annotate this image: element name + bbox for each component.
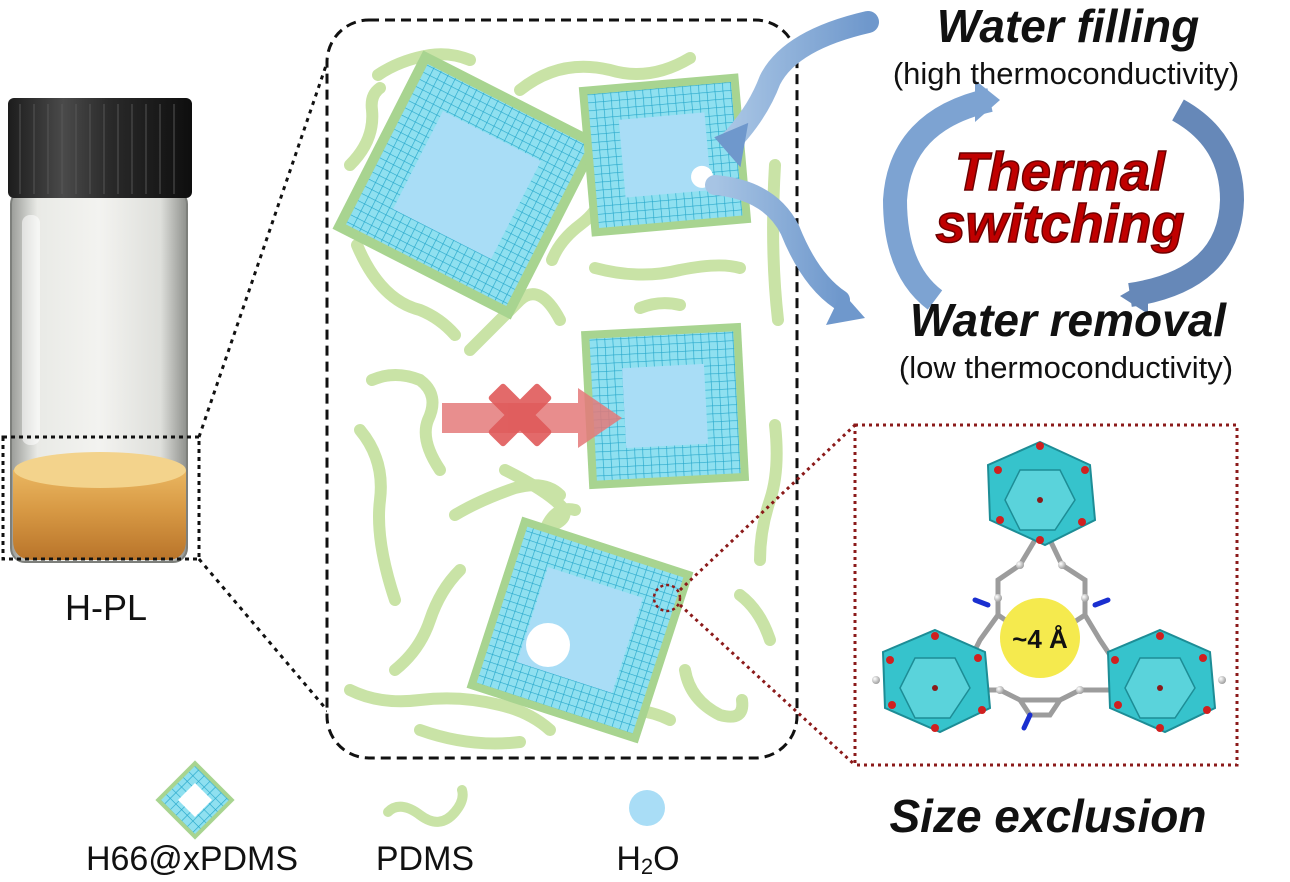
exclusion-x <box>488 383 552 447</box>
mof-particle-2 <box>578 73 752 237</box>
thermal-label: Thermal <box>955 142 1166 202</box>
zoom-line-top <box>197 47 334 438</box>
zr-cluster-left <box>881 628 992 734</box>
bubble <box>526 623 570 667</box>
water-filling-subtitle: (high thermoconductivity) <box>893 56 1239 91</box>
legend-water-label: H2O <box>616 840 679 879</box>
cage-zoom-line-bottom <box>678 603 857 767</box>
pore-label: ~4 Å <box>1012 624 1068 654</box>
vial-photo <box>8 98 192 563</box>
vial-cap <box>8 98 192 198</box>
vial-zoom-box <box>1 435 201 561</box>
switching-label: switching <box>935 194 1184 254</box>
mof-particle-1 <box>332 50 602 320</box>
zr-cluster-right <box>1106 628 1217 734</box>
legend-mof-icon <box>155 760 235 840</box>
legend-mof-label: H66@xPDMS <box>86 840 298 878</box>
water-in-arrow <box>721 11 879 151</box>
cycle-arrow-left <box>882 88 993 310</box>
vial-label: H-PL <box>65 587 147 628</box>
cage-structure: ~4 Å <box>872 440 1226 734</box>
pdms-chains <box>344 48 784 750</box>
pore-circle <box>1000 598 1080 678</box>
water-removal-title: Water removal <box>910 294 1227 346</box>
water-filling-title: Water filling <box>937 0 1199 52</box>
legend-water-icon <box>629 790 665 826</box>
legend-pdms-icon <box>383 785 468 827</box>
size-exclusion-caption: Size exclusion <box>889 790 1206 842</box>
zoom-line-bottom <box>197 558 334 717</box>
zr-cluster-top <box>986 440 1097 547</box>
cycle-arrow-right <box>1128 99 1245 307</box>
zoom-marker <box>652 583 682 613</box>
legend-pdms-label: PDMS <box>376 840 474 878</box>
water-removal-subtitle: (low thermoconductivity) <box>899 350 1233 385</box>
cage-zoom-line-top <box>678 423 857 592</box>
mof-particle-3 <box>581 322 750 490</box>
water-out-arrow <box>705 175 850 310</box>
